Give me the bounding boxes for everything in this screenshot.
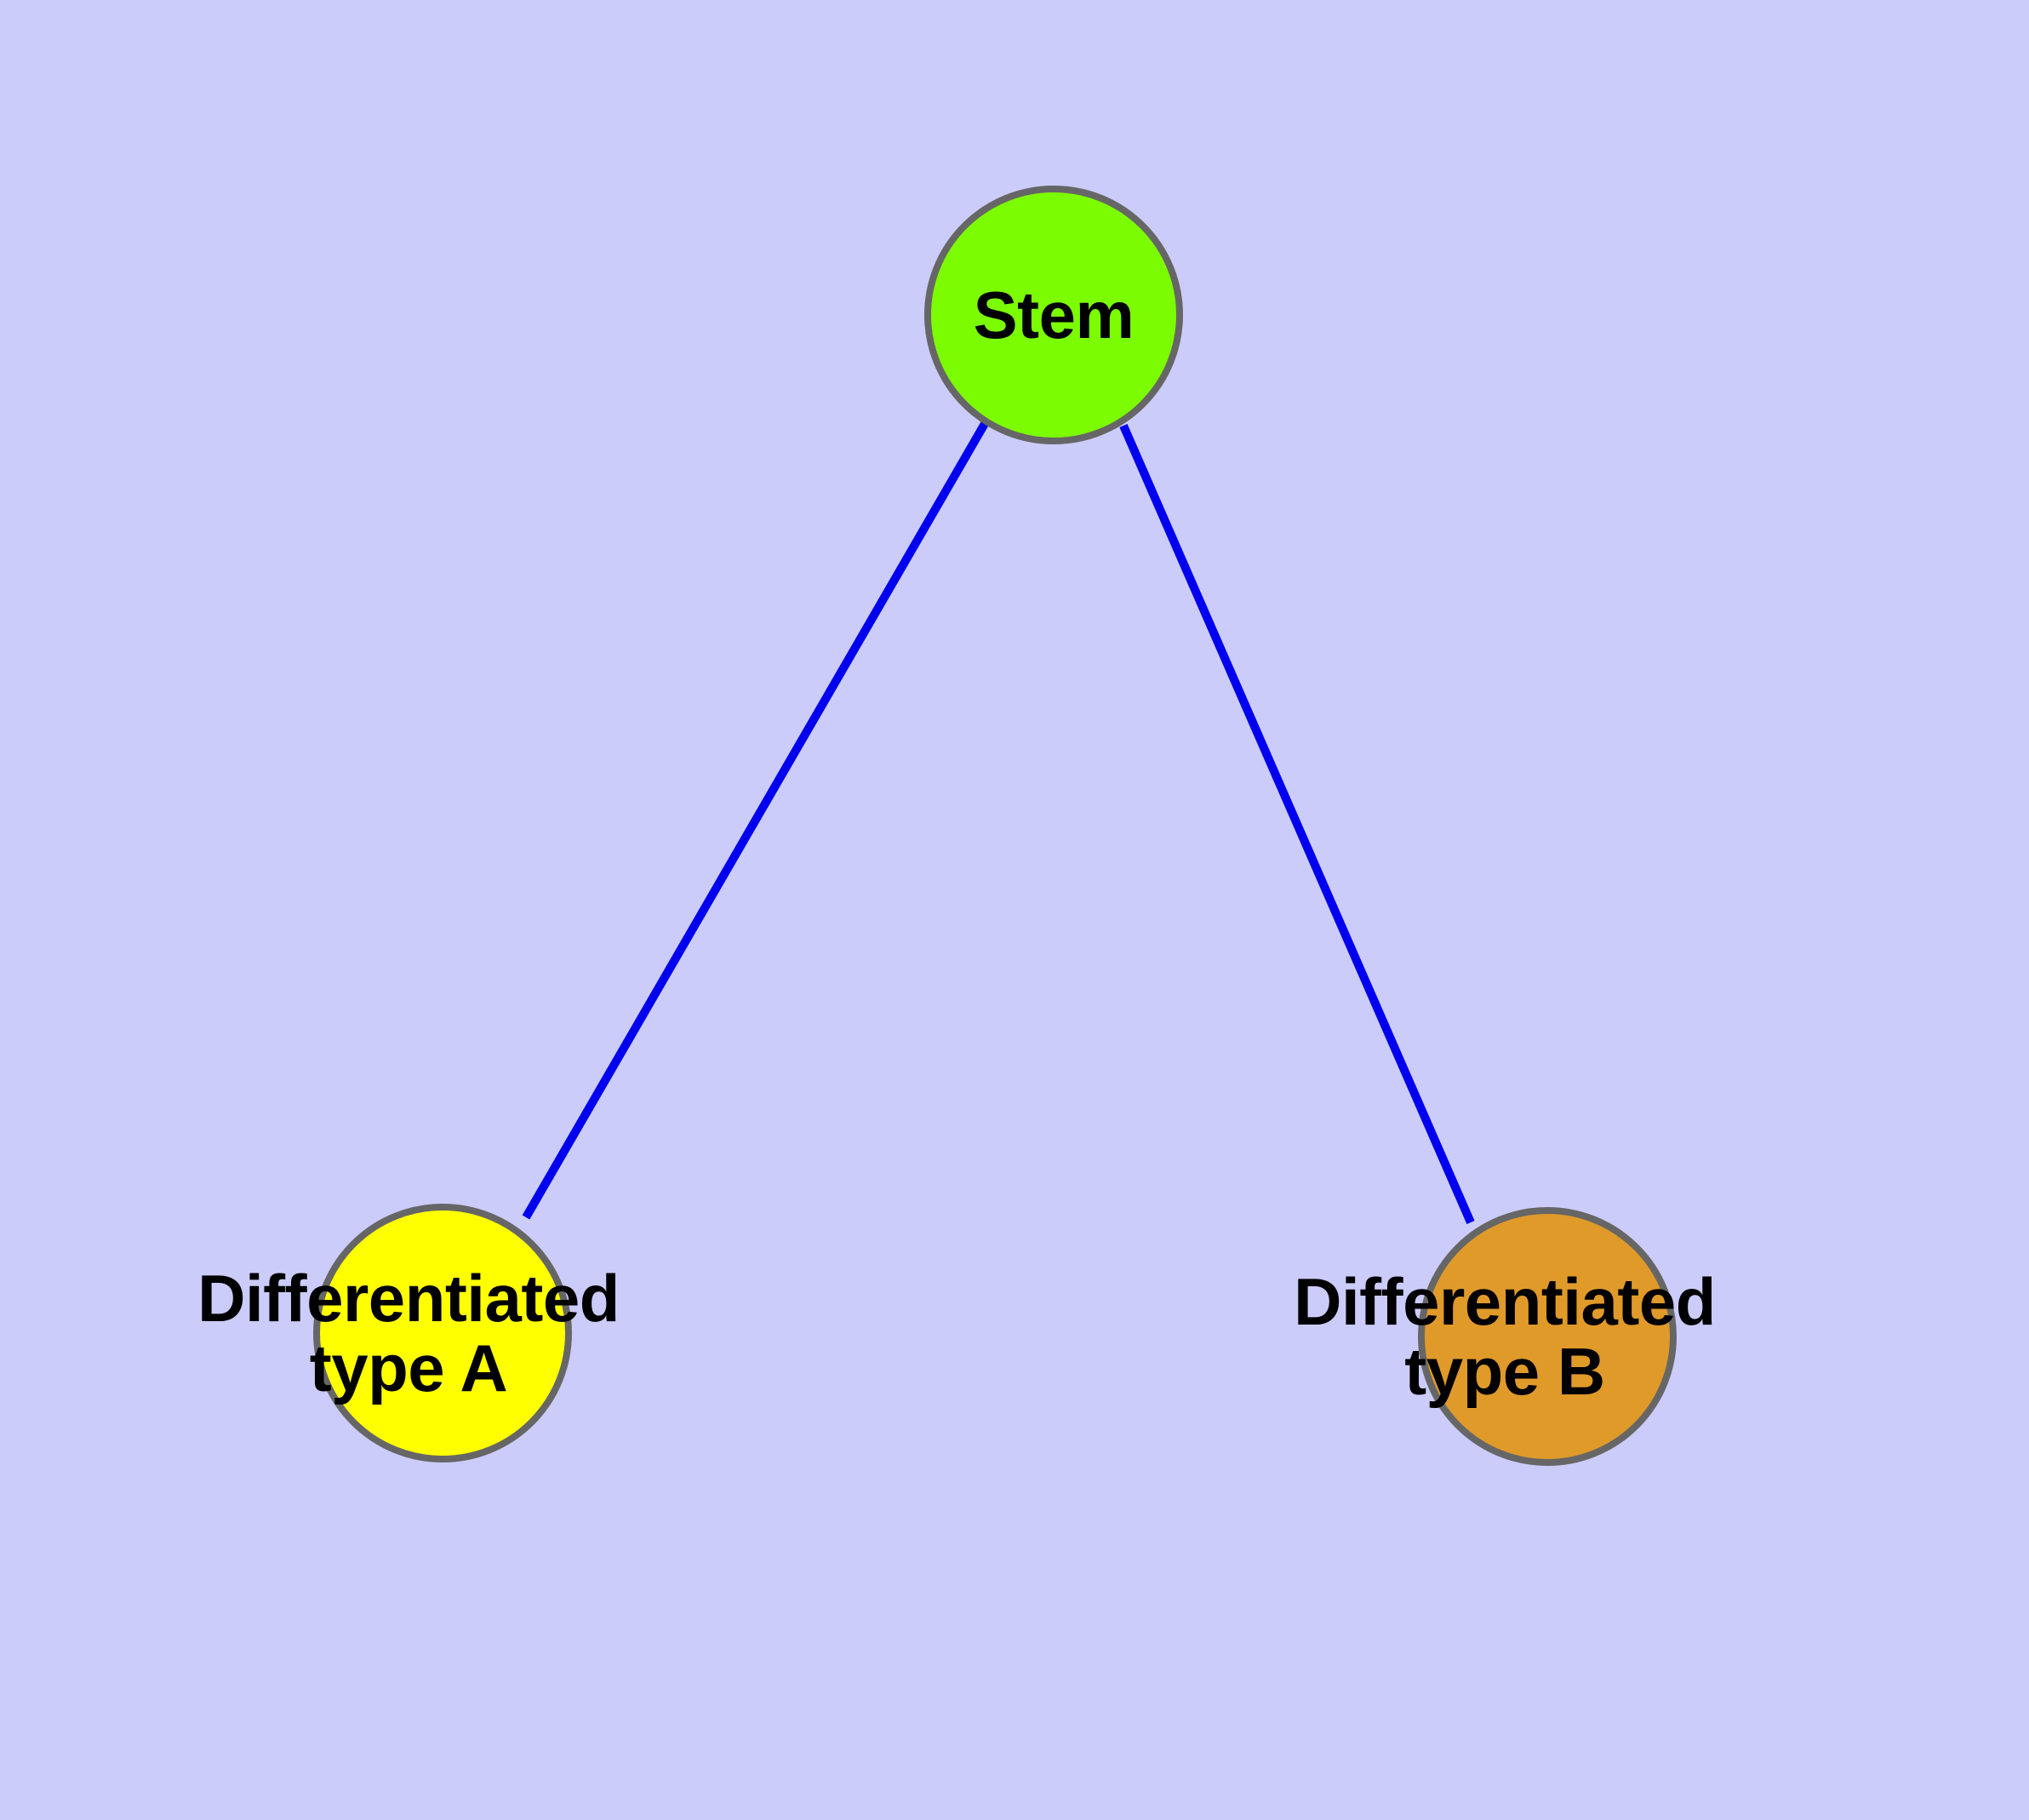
node-differentiated-type-b[interactable] (1418, 1207, 1677, 1466)
edge-stem-to-differentiated-type-a[interactable] (522, 420, 990, 1220)
node-differentiated-type-a[interactable] (313, 1204, 572, 1462)
node-stem[interactable] (924, 186, 1183, 444)
nodes-group (313, 186, 1677, 1466)
edge-stem-to-differentiated-type-b[interactable] (1119, 424, 1475, 1224)
edges-group (522, 420, 1475, 1224)
